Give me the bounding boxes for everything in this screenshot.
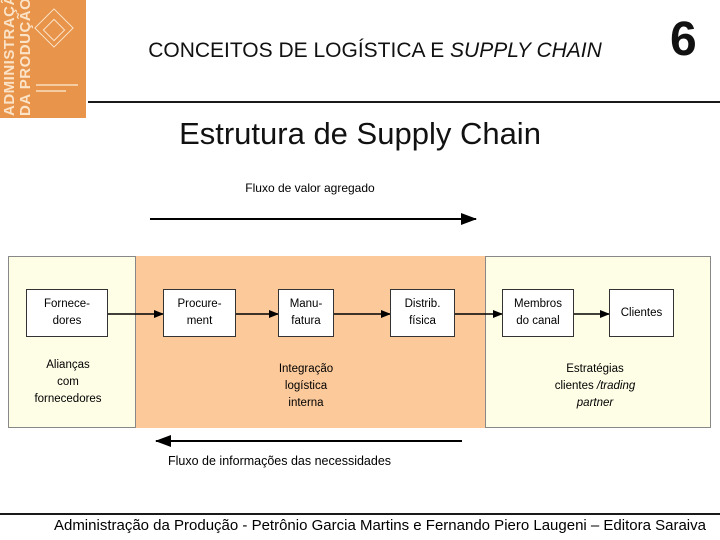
box-membros-line2: do canal [516,315,560,327]
internal-logistics-zone [135,256,486,428]
logo-decoration [36,90,66,92]
label-estrategias-line2-text: clientes [554,380,597,392]
box-manufatura-line1: Manu- [289,298,323,310]
box-manufatura-line2: fatura [291,315,321,327]
label-estrategias: Estratégias clientes /trading partner [530,361,660,412]
box-fornecedores-line2: dores [52,315,82,327]
box-fornecedores-line1: Fornece- [43,298,91,310]
label-aliancas-line1: Alianças [46,359,90,371]
box-procurement-line2: ment [186,315,213,327]
label-estrategias-line2-italic: /trading [596,380,636,392]
box-manufatura: Manu-fatura [278,289,334,337]
chapter-number: 6 [670,13,697,66]
label-integracao-line2: logística [284,380,328,392]
box-clientes: Clientes [609,289,674,337]
box-procurement-line1: Procure- [177,298,222,310]
label-aliancas-line2: com [57,376,79,388]
footer-credit: Administração da Produção - Petrônio Gar… [0,513,720,540]
chapter-title: CONCEITOS DE LOGÍSTICA E SUPPLY CHAIN [110,34,640,67]
label-integracao-line3: interna [288,397,324,409]
box-distrib-line2: física [409,315,436,327]
value-flow-label: Fluxo de valor agregado [245,181,375,195]
logo-decoration [36,84,78,86]
header-divider [88,101,720,103]
box-membros: Membros do canal [502,289,574,337]
box-distrib-line1: Distrib. [404,298,441,310]
box-membros-line1: Membros [514,298,562,310]
label-estrategias-line2: clientes /trading [530,378,660,395]
label-estrategias-line3: partner [576,397,614,409]
slide-title: Estrutura de Supply Chain [179,116,541,151]
box-clientes-text: Clientes [620,306,663,319]
chapter-title-text: CONCEITOS DE LOGÍSTICA E [148,39,451,62]
label-aliancas: Alianças com fornecedores [20,357,116,408]
box-procurement: Procure-ment [163,289,236,337]
box-distrib: Distrib. física [390,289,455,337]
label-integracao-line1: Integração [278,363,334,375]
label-estrategias-line1: Estratégias [566,363,624,375]
label-aliancas-line3: fornecedores [34,393,102,405]
chapter-title-italic: SUPPLY CHAIN [450,39,602,62]
box-fornecedores: Fornece-dores [26,289,108,337]
book-cover-logo: ADMINISTRAÇÃO DA PRODUÇÃO [0,0,86,118]
info-flow-label: Fluxo de informações das necessidades [168,454,392,468]
label-integracao: Integração logística interna [256,361,356,412]
